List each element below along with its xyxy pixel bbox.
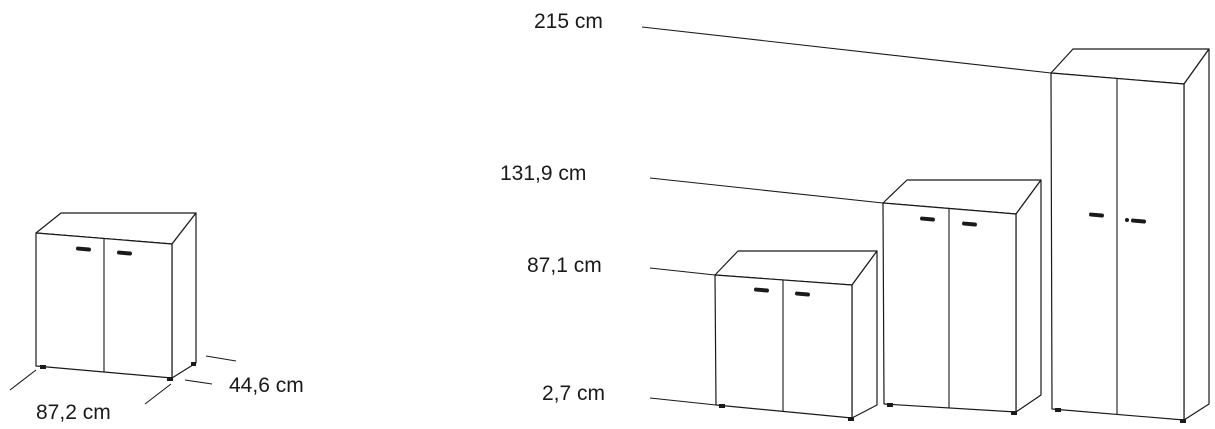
cabinet-foot [1180, 419, 1186, 423]
cabinet-foot [887, 403, 893, 407]
cabinet-foot [191, 362, 196, 366]
depth-extension-line [205, 355, 237, 362]
door-handle [76, 246, 91, 252]
height-label-131-9: 131,9 cm [500, 162, 586, 185]
width-extension-line [144, 383, 172, 405]
height-leader-line [641, 26, 1052, 74]
height-leader-line [649, 177, 884, 204]
door-handle [754, 287, 769, 293]
cabinet-foot [719, 404, 725, 408]
door-handle [962, 221, 977, 227]
door-handle [795, 291, 810, 297]
depth-extension-line [184, 379, 213, 385]
door-handle [1089, 212, 1104, 218]
tall-cabinet-side [1183, 48, 1210, 421]
door-handle [1131, 218, 1146, 224]
medium-cabinet [882, 179, 1042, 415]
height-leader-line [649, 397, 717, 406]
door-handle [117, 250, 132, 256]
width-label: 87,2 cm [36, 401, 111, 424]
cabinet-foot [167, 377, 173, 381]
left-cabinet [35, 212, 197, 381]
width-extension-line [9, 369, 37, 391]
height-label-2-7: 2,7 cm [542, 382, 605, 405]
door-lock [1125, 218, 1129, 222]
height-leader-line [649, 267, 716, 276]
cabinet-foot [1011, 411, 1017, 415]
cabinet-foot [40, 365, 46, 369]
cabinet-foot [848, 417, 854, 421]
height-label-87-1: 87,1 cm [527, 254, 602, 277]
medium-cabinet-side [1015, 179, 1042, 413]
height-label-215: 215 cm [534, 10, 603, 33]
tall-cabinet [1050, 48, 1210, 423]
depth-label: 44,6 cm [229, 374, 304, 397]
small-cabinet [714, 250, 878, 421]
door-handle [920, 216, 935, 222]
cabinet-foot [1055, 408, 1061, 412]
